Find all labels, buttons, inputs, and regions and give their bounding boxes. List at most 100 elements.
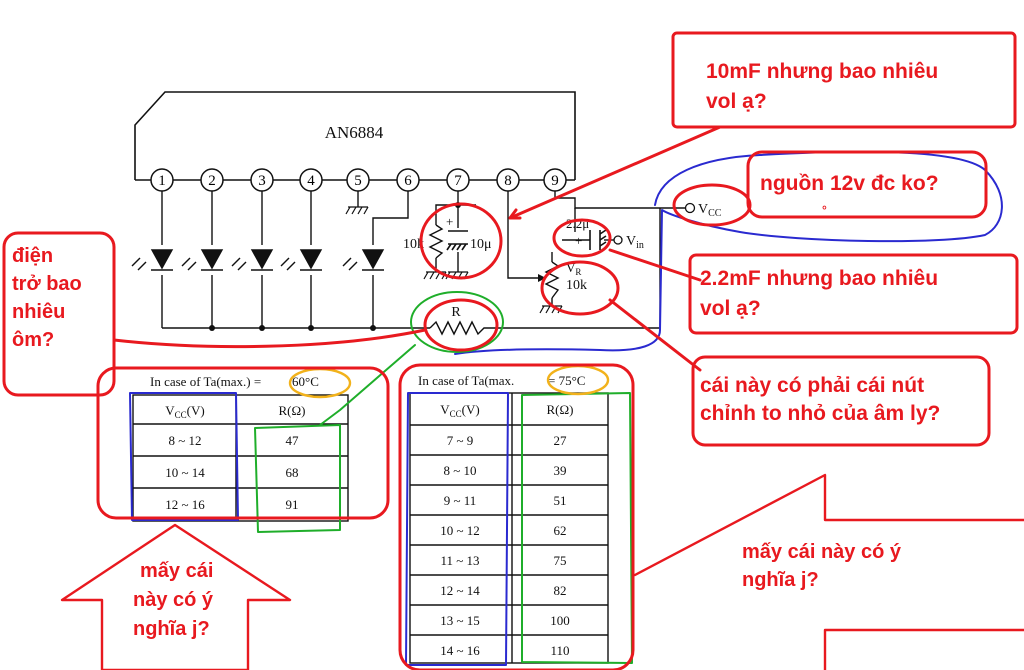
note-resistor-line4: ôm?	[12, 329, 54, 351]
table-75c-cell-r: 100	[550, 613, 570, 628]
line-knob-to-vr	[608, 298, 702, 372]
pin-2-label: 2	[208, 173, 216, 189]
note-power-dot: °	[822, 203, 827, 217]
line-2u2-to-cap	[608, 248, 702, 282]
arrow-10mf-head	[508, 208, 522, 220]
red-circle-cap22	[552, 218, 612, 258]
vr-wiper-arrow	[538, 274, 546, 282]
note-knob-line2: chỉnh to nhỏ của âm ly?	[700, 402, 940, 425]
table-75c-cell-r: 51	[554, 493, 567, 508]
capacitor-10u-plus: +	[446, 214, 453, 229]
pin-8-label: 8	[504, 173, 512, 189]
chip-outline	[134, 91, 576, 180]
arrow-left-right	[633, 473, 1024, 670]
pin-4-label: 4	[307, 173, 315, 189]
table-75c-cell-r: 75	[554, 553, 567, 568]
table-75c-cell-r: 39	[554, 463, 567, 478]
table-75c-cell-r: 27	[554, 433, 568, 448]
blue-highlight-75c-voltage	[405, 392, 509, 666]
capacitor-2u2-label: 2.2μ	[566, 216, 589, 231]
pin-9: 9	[543, 168, 567, 192]
table-75c-cell-v: 14 ~ 16	[440, 643, 480, 658]
ground-symbols	[345, 206, 563, 314]
table-75c-cell-r: 82	[554, 583, 567, 598]
pin-7-label: 7	[454, 173, 462, 189]
junction-dots	[209, 202, 461, 331]
callout-box-resistor	[2, 231, 116, 397]
table-60c-cell-r: 91	[286, 497, 299, 512]
pin-7: 7	[446, 168, 470, 192]
table-60c-header-v: VCC(V)	[165, 403, 204, 420]
table-60c-cell-r: 47	[286, 433, 300, 448]
table-75c-cell-r: 62	[554, 523, 567, 538]
resistor-10k	[428, 224, 444, 259]
vin-terminal	[613, 235, 623, 245]
callout-box-2u2	[688, 253, 1019, 335]
pin-8: 8	[496, 168, 520, 192]
note-meaning-right-line1: mấy cái này có ý	[742, 541, 902, 563]
note-resistor-line1: điện	[12, 245, 53, 267]
table-75c-header-v: VCC(V)	[440, 402, 479, 419]
vcc-label: VCC	[698, 202, 722, 219]
wires	[161, 191, 686, 329]
red-circle-cap10	[419, 202, 503, 280]
note-resistor-line2: trở bao	[12, 273, 82, 295]
ground-pin5	[345, 206, 369, 215]
pin-3: 3	[250, 168, 274, 192]
table-60c-header-r: R(Ω)	[279, 403, 306, 418]
note-meaning-left-line1: mấy cái	[140, 560, 213, 582]
led-3	[231, 249, 274, 271]
table-75c-cell-r: 110	[550, 643, 569, 658]
vcc-terminal	[684, 202, 696, 214]
pin-5: 5	[346, 168, 370, 192]
green-connector-to-table	[319, 344, 416, 426]
pin-1-label: 1	[158, 173, 166, 189]
note-10mf-line1: 10mF nhưng bao nhiêu	[706, 60, 938, 83]
table-75c-cell-v: 9 ~ 11	[444, 493, 477, 508]
red-box-table-75c	[398, 363, 635, 670]
red-circle-vcc	[672, 183, 752, 227]
pin-6-label: 6	[404, 173, 412, 189]
arrow-up-left	[60, 523, 292, 670]
table-75c: In case of Ta(max. = 75°C VCC(V) R(Ω) 7 …	[409, 373, 609, 664]
capacitor-2u2-plus: +	[575, 233, 582, 248]
table-75c-caption: In case of Ta(max.	[418, 373, 514, 388]
table-75c-cell-v: 10 ~ 12	[440, 523, 480, 538]
table-60c-cell-v: 12 ~ 16	[165, 497, 205, 512]
arrow-10mf-to-cap	[508, 125, 722, 220]
blue-highlight-60c-voltage	[129, 392, 239, 521]
led-2	[181, 249, 224, 271]
pin-6: 6	[396, 168, 420, 192]
pin-3-label: 3	[258, 173, 266, 189]
vin-label: Vin	[626, 234, 644, 251]
capacitor-10u-label: 10μ	[470, 237, 492, 252]
resistor-10k-label: 10k	[403, 237, 424, 252]
pin-2: 2	[200, 168, 224, 192]
callout-box-power	[746, 150, 988, 219]
table-60c-cell-r: 68	[286, 465, 299, 480]
table-60c-cell-v: 8 ~ 12	[168, 433, 201, 448]
table-75c-grid	[409, 392, 609, 664]
table-75c-cell-v: 12 ~ 14	[440, 583, 480, 598]
capacitor-10u	[446, 230, 468, 251]
red-annotations	[2, 31, 1024, 670]
resistor-r-label: R	[451, 305, 461, 320]
pin-4: 4	[299, 168, 323, 192]
green-highlight-75c-resistance	[521, 392, 633, 664]
note-2u2-line1: 2.2mF nhưng bao nhiêu	[700, 267, 938, 290]
note-meaning-left-line2: này có ý	[133, 589, 214, 611]
pin-group: 1 2 3 4 5 6 7 8 9	[150, 168, 567, 192]
led-5	[342, 249, 385, 271]
table-75c-header-r: R(Ω)	[547, 402, 574, 417]
green-highlight-60c-resistance	[254, 424, 341, 533]
vr-label: VR	[566, 260, 581, 277]
line-resistor-to-r	[112, 328, 427, 349]
table-75c-cell-v: 13 ~ 15	[440, 613, 480, 628]
table-75c-cell-v: 8 ~ 10	[443, 463, 476, 478]
led-4	[280, 249, 323, 271]
table-75c-temp: = 75°C	[548, 373, 585, 388]
red-circle-resistor-r	[423, 298, 499, 352]
note-power: nguồn 12v đc ko?	[760, 172, 939, 195]
resistor-r	[429, 320, 488, 336]
